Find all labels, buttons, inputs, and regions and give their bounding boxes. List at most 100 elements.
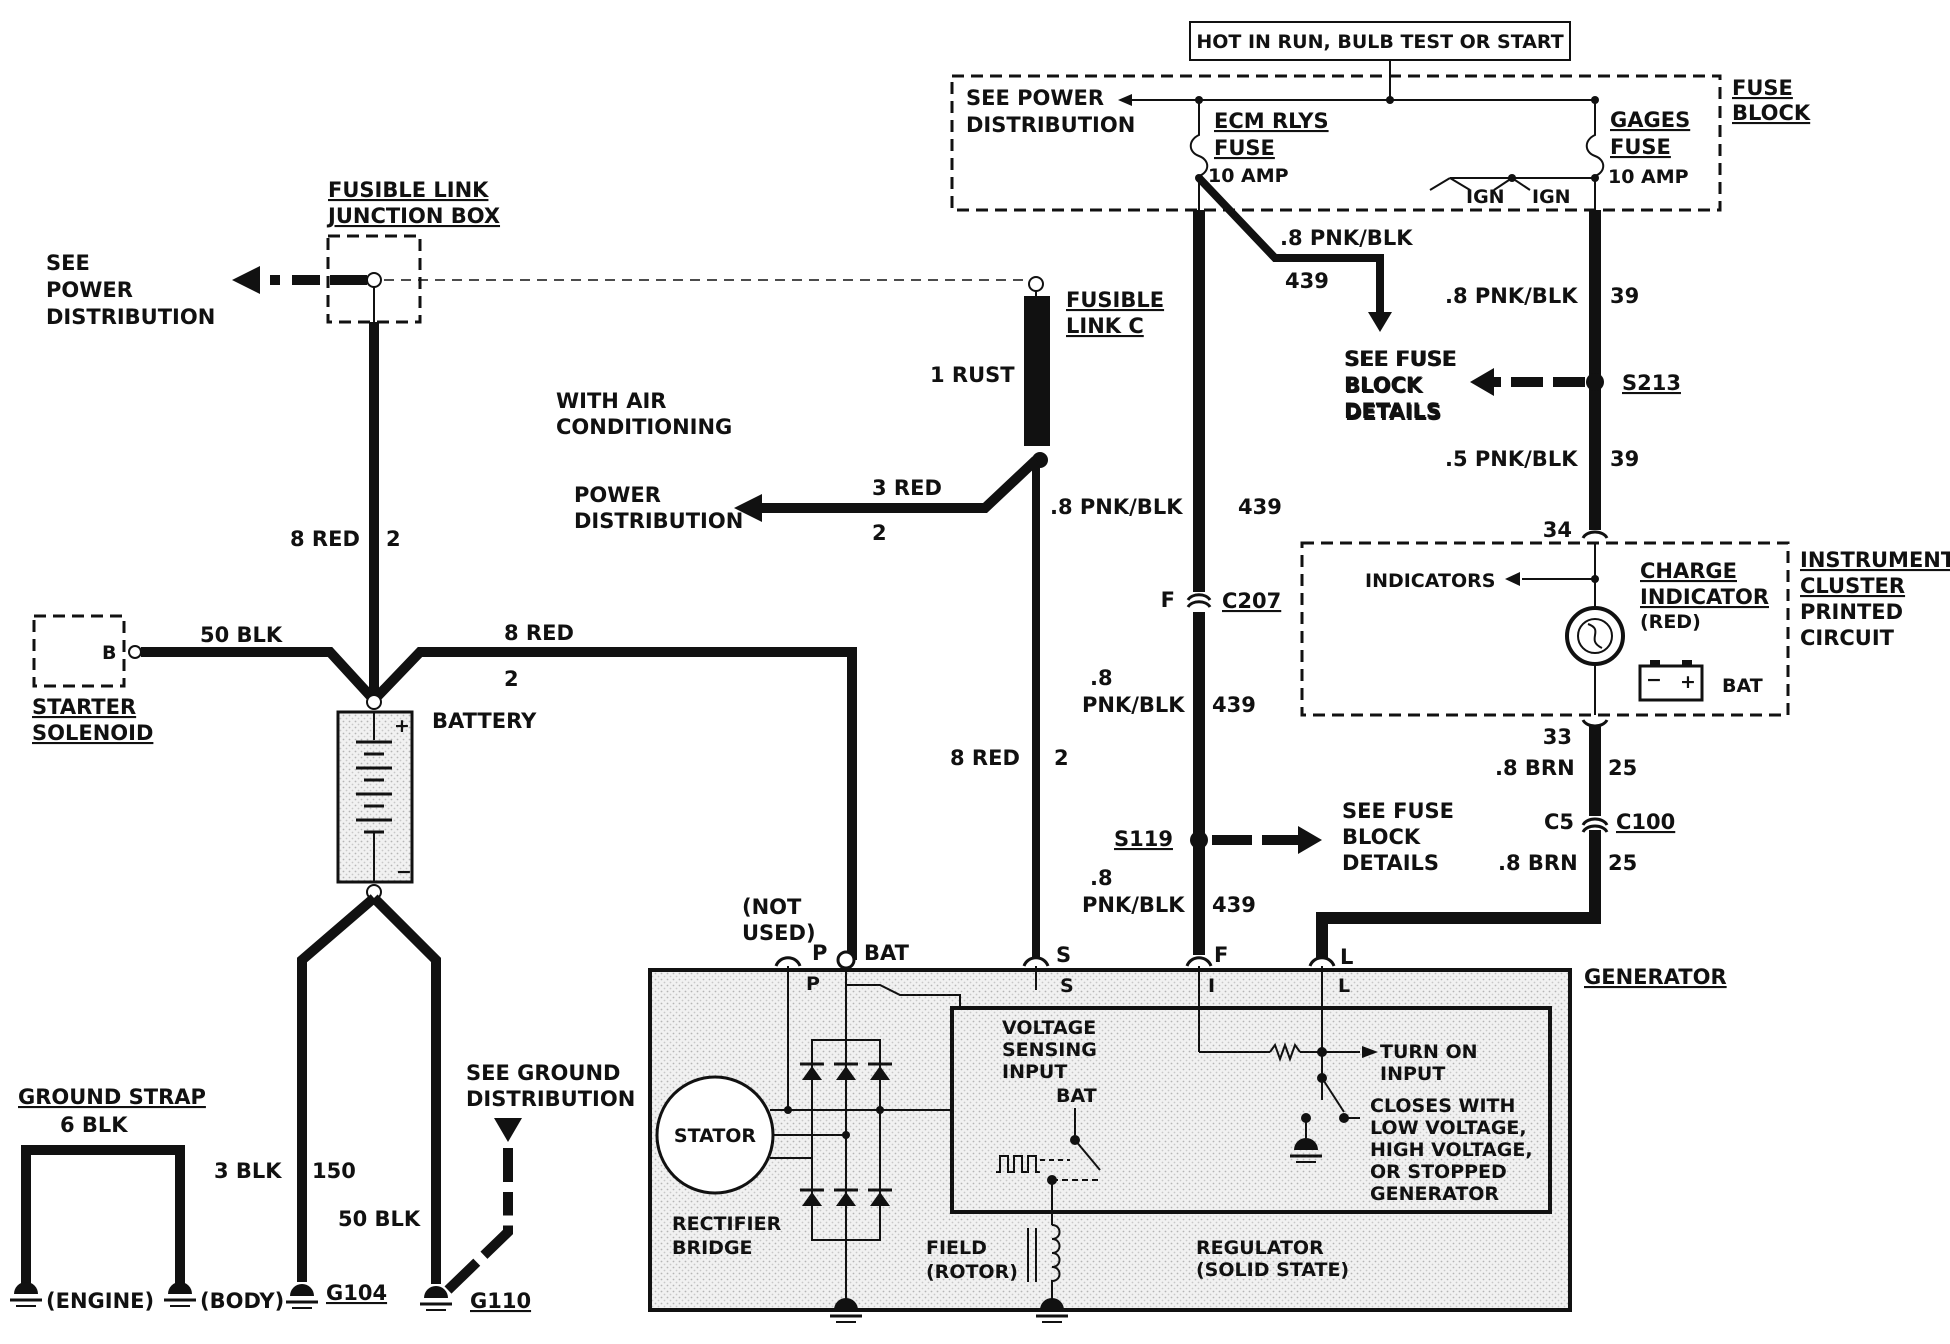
hot-in-run-label: HOT IN RUN, BULB TEST OR START: [1196, 31, 1563, 53]
s119-see-fuse-3: DETAILS: [1342, 851, 1439, 875]
rectifier-ground: [830, 1298, 862, 1323]
see-power-arrow: [1118, 94, 1132, 106]
red-3-circuit: 2: [872, 521, 887, 545]
body-ground-symbol: [164, 1282, 196, 1307]
charge-indicator-label-1: CHARGE: [1640, 559, 1737, 583]
body-ground-label: (BODY): [200, 1289, 284, 1313]
fuse-block-title-2: BLOCK: [1732, 101, 1811, 125]
rectifier-label-1: RECTIFIER: [672, 1213, 782, 1235]
gages-fuse-label-1: GAGES: [1610, 108, 1690, 132]
pnk-blk-wire: .8 PNK/BLK: [1050, 495, 1183, 519]
field-label-1: FIELD: [926, 1237, 987, 1259]
ign-label-1: IGN: [1466, 186, 1505, 208]
battery: 8 RED 2 + − BATTERY: [336, 621, 857, 960]
ign-label-2: IGN: [1532, 186, 1571, 208]
charge-indicator-circuit-25: .8 BRN 25 C5 C100 .8 BRN 25: [1316, 719, 1675, 958]
regulator-switch: [996, 1108, 1101, 1185]
terminal-p-label: P: [812, 941, 827, 965]
ecm-mid-circuit: 439: [1212, 693, 1256, 717]
fusible-link-c-body: [1024, 296, 1050, 446]
cluster-title-2: CLUSTER: [1800, 574, 1905, 598]
g104-ground-symbol: [286, 1284, 318, 1309]
ecm-fuse-label-1: ECM RLYS: [1214, 109, 1329, 133]
field-rotor: [1027, 1180, 1068, 1323]
generator-title: GENERATOR: [1584, 965, 1727, 989]
starter-wire: 50 BLK: [200, 623, 283, 647]
junction-see-2: POWER: [46, 278, 133, 302]
c100-label: C100: [1616, 810, 1675, 834]
s119-see-fuse-2: BLOCK: [1342, 825, 1421, 849]
junction-box-title-1: FUSIBLE LINK: [328, 178, 489, 202]
ecm-branch-circuit: 439: [1285, 269, 1329, 293]
gages-lower-circuit: 39: [1610, 447, 1639, 471]
see-ground-arrow: [494, 1118, 522, 1142]
c207-label: C207: [1222, 589, 1281, 613]
charge-indicator-label-3: (RED): [1640, 611, 1701, 633]
hot-in-run-box: HOT IN RUN, BULB TEST OR START: [1189, 21, 1571, 61]
gages-fuse-label-2: FUSE: [1610, 135, 1671, 159]
gages-lower-wire: .5 PNK/BLK: [1445, 447, 1578, 471]
gages-fuse-symbol: [1585, 100, 1605, 210]
fusible-link-c: FUSIBLE LINK C 1 RUST WITH AIR CONDITION…: [556, 276, 1183, 958]
indicators-label: INDICATORS: [1365, 570, 1495, 592]
cluster-pin-34: 34: [1543, 518, 1572, 542]
junction-wire-circuit: 2: [386, 527, 401, 551]
ecm-fuse-amp: 10 AMP: [1208, 165, 1289, 187]
terminal-l-label: L: [1340, 945, 1353, 969]
ecm-mid-wire-1: .8: [1090, 666, 1113, 690]
junction-box-outline: [326, 234, 422, 324]
s119-label: S119: [1114, 827, 1173, 851]
s119-splice: [1190, 831, 1208, 849]
ecm-see-fuse-3: DETAILS: [1344, 399, 1441, 423]
starter-solenoid-outline: [32, 614, 126, 688]
see-power-label-1: SEE POWER: [966, 86, 1104, 110]
svg-text:−: −: [1646, 669, 1662, 691]
ground-strap-wire: 6 BLK: [60, 1113, 128, 1137]
ecm-branch-wire-label: .8 PNK/BLK: [1280, 226, 1413, 250]
fusible-link-c-title-1: FUSIBLE: [1066, 288, 1164, 312]
terminal-p: [774, 956, 802, 967]
svg-text:−: −: [396, 861, 412, 883]
engine-ground-symbol: [10, 1282, 42, 1307]
fusible-link-c-wire: 1 RUST: [930, 363, 1015, 387]
g110-ground-symbol: [420, 1286, 452, 1311]
regulator-label-2: (SOLID STATE): [1196, 1259, 1349, 1281]
ecm-low-wire-2: PNK/BLK: [1082, 893, 1185, 917]
cluster-title-4: CIRCUIT: [1800, 626, 1895, 650]
g110-label: G110: [470, 1289, 531, 1313]
terminal-s: [1022, 956, 1050, 967]
voltage-sensing-1: VOLTAGE: [1002, 1017, 1096, 1039]
c5-label: C5: [1544, 810, 1574, 834]
fuse-block: SEE POWER DISTRIBUTION ECM RLYS FUSE 10 …: [950, 74, 1811, 212]
not-used-2: USED): [742, 921, 816, 945]
closes-with-5: GENERATOR: [1370, 1183, 1499, 1205]
regulator-label-1: REGULATOR: [1196, 1237, 1324, 1259]
generator: GENERATOR (NOT USED) P BAT S F L P S I L: [648, 895, 1727, 1323]
s213-see-fuse-2: BLOCK: [1345, 374, 1424, 398]
brn-upper-wire: .8 BRN: [1495, 756, 1575, 780]
cluster-title-3: PRINTED: [1800, 600, 1903, 624]
with-ac-1: WITH AIR: [556, 389, 666, 413]
fuse-block-title-1: FUSE: [1732, 76, 1793, 100]
ecm-see-fuse-1: SEE FUSE: [1344, 347, 1456, 371]
ground-strap-title: GROUND STRAP: [18, 1085, 206, 1109]
cluster-title-1: INSTRUMENT: [1800, 548, 1950, 572]
power-dist-1: POWER: [574, 483, 661, 507]
see-power-label-2: DISTRIBUTION: [966, 113, 1135, 137]
terminal-l-inner: L: [1338, 975, 1350, 997]
ground-wire-3blk: 3 BLK: [214, 1159, 282, 1183]
junction-see-arrow: [232, 266, 260, 294]
regulator-bat: BAT: [1056, 1085, 1097, 1107]
ground-circuit-150: 150: [312, 1159, 356, 1183]
terminal-i-inner: I: [1208, 975, 1215, 997]
ecm-mid-wire-2: PNK/BLK: [1082, 693, 1185, 717]
ecm-circuit-439: .8 PNK/BLK 439 SEE FUSE BLOCK DETAILS 43…: [1082, 175, 1456, 955]
battery-wire: 8 RED: [504, 621, 574, 645]
cluster-bat-label: BAT: [1722, 675, 1763, 697]
junction-see-3: DISTRIBUTION: [46, 305, 215, 329]
power-dist-2: DISTRIBUTION: [574, 509, 743, 533]
closes-with-1: CLOSES WITH: [1370, 1095, 1515, 1117]
gages-upper-wire: .8 PNK/BLK: [1445, 284, 1578, 308]
brn-lower-wire: .8 BRN: [1498, 851, 1578, 875]
